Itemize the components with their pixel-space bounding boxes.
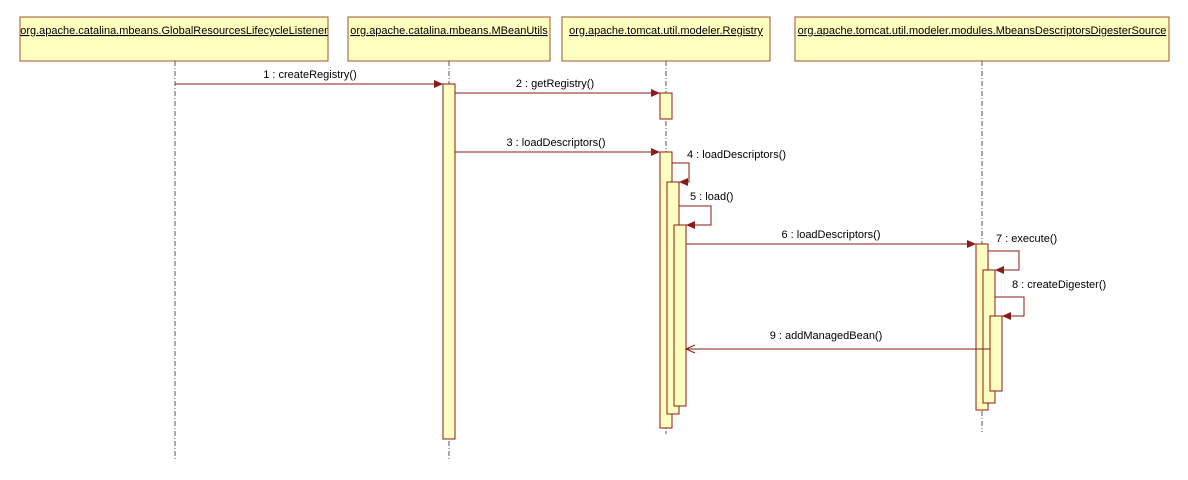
arrowhead <box>686 221 695 229</box>
activation-bar <box>659 92 673 120</box>
message-line <box>679 205 712 226</box>
messages: 1 : createRegistry() 2 : getRegistry() 3 :… <box>175 69 1106 354</box>
message-7: 7 : execute() <box>988 233 1057 274</box>
arrowhead <box>995 266 1004 274</box>
lifeline-name: org.apache.tomcat.util.modeler.Registry <box>569 25 763 37</box>
lifeline-name: org.apache.catalina.mbeans.GlobalResourc… <box>20 25 328 37</box>
message-3: 3 : loadDescriptors() <box>455 137 660 156</box>
lifeline-name: org.apache.catalina.mbeans.MBeanUtils <box>350 25 548 37</box>
lifeline-head-box <box>347 16 551 62</box>
lifeline-head-l2: org.apache.catalina.mbeans.MBeanUtils <box>347 16 551 62</box>
arrowhead <box>651 148 660 156</box>
message-label: 7 : execute() <box>996 233 1057 245</box>
message-line <box>995 296 1025 317</box>
message-line <box>988 250 1020 271</box>
message-label: 4 : loadDescriptors() <box>687 149 786 161</box>
message-label: 2 : getRegistry() <box>516 78 594 90</box>
message-label: 5 : load() <box>690 191 733 203</box>
lifeline-head-l4: org.apache.tomcat.util.modeler.modules.M… <box>794 16 1170 62</box>
lifeline-head-box <box>19 16 329 62</box>
message-label: 1 : createRegistry() <box>263 69 357 81</box>
message-1: 1 : createRegistry() <box>175 69 443 88</box>
arrowhead <box>967 240 976 248</box>
lifeline-head-l1: org.apache.catalina.mbeans.GlobalResourc… <box>19 16 329 62</box>
message-6: 6 : loadDescriptors() <box>686 229 976 248</box>
arrowhead <box>434 80 443 88</box>
arrowhead <box>684 344 696 354</box>
arrowhead <box>1002 312 1011 320</box>
message-9: 9 : addManagedBean() <box>684 330 990 354</box>
activation-bar <box>673 224 687 407</box>
message-8: 8 : createDigester() <box>995 279 1106 320</box>
message-5: 5 : load() <box>679 191 733 229</box>
arrowhead <box>679 178 688 186</box>
message-label: 9 : addManagedBean() <box>770 330 883 342</box>
lifeline-name: org.apache.tomcat.util.modeler.modules.M… <box>798 25 1167 37</box>
lifeline-head-l3: org.apache.tomcat.util.modeler.Registry <box>561 16 771 62</box>
lifeline-heads: org.apache.catalina.mbeans.GlobalResourc… <box>19 16 1170 62</box>
message-label: 8 : createDigester() <box>1012 279 1106 291</box>
message-label: 6 : loadDescriptors() <box>781 229 880 241</box>
lifeline-lines <box>174 61 983 460</box>
lifeline-head-box <box>794 16 1170 62</box>
message-4: 4 : loadDescriptors() <box>672 149 786 186</box>
arrowhead <box>651 89 660 97</box>
message-label: 3 : loadDescriptors() <box>506 137 605 149</box>
message-2: 2 : getRegistry() <box>455 78 660 97</box>
activation-bar <box>989 315 1003 392</box>
lifeline-head-box <box>561 16 771 62</box>
activation-bar <box>442 83 456 440</box>
activation-bars <box>442 83 1003 440</box>
